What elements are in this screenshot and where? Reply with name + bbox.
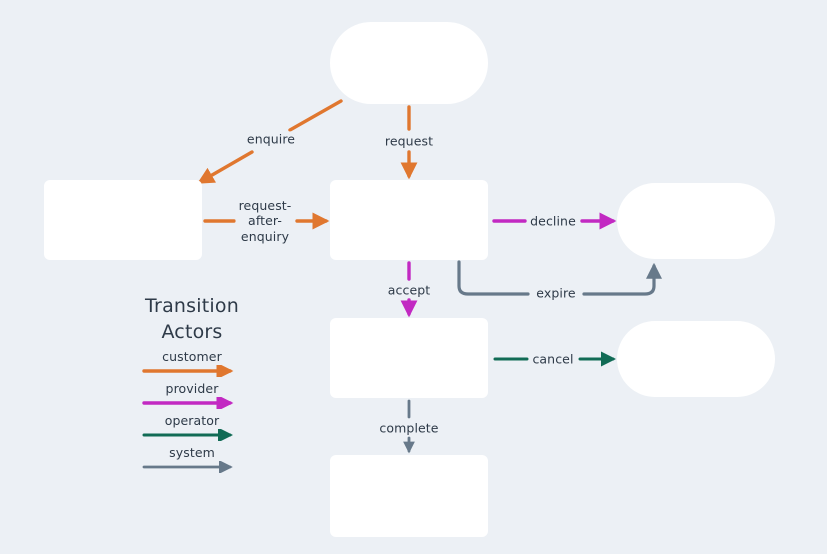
legend-item-provider: provider [122, 381, 262, 410]
node-right-top[interactable] [617, 183, 775, 259]
edge-expire [457, 260, 662, 296]
edge-label-request-after-enquiry: request- after- enquiry [235, 198, 295, 244]
edge-label-complete: complete [376, 420, 442, 436]
legend-item-operator: operator [122, 413, 262, 442]
node-top[interactable] [330, 22, 488, 104]
legend-title: Transition Actors [145, 295, 239, 344]
legend-arrow-system-icon [142, 461, 233, 474]
legend-arrow-provider-icon [142, 397, 234, 410]
legend-arrow-operator-icon [142, 429, 233, 442]
legend-item-customer: customer [122, 349, 262, 378]
legend-item-operator-label: operator [164, 413, 220, 429]
edge-label-accept: accept [384, 282, 434, 298]
node-left[interactable] [44, 180, 202, 260]
legend-arrow-customer-icon [142, 365, 234, 378]
edge-label-enquire: enquire [243, 131, 299, 147]
edge-label-expire: expire [533, 285, 579, 301]
legend-item-system: system [122, 445, 262, 474]
edge-label-decline: decline [527, 213, 579, 229]
legend: Transition Actors customer provider oper… [122, 293, 262, 474]
edge-enquire [197, 99, 343, 184]
legend-item-provider-label: provider [165, 381, 219, 397]
edge-label-request: request [381, 133, 437, 149]
node-right-bottom[interactable] [617, 321, 775, 397]
legend-item-customer-label: customer [162, 349, 222, 365]
edge-label-cancel: cancel [529, 351, 577, 367]
node-middle[interactable] [330, 318, 488, 398]
legend-item-system-label: system [169, 445, 215, 461]
node-bottom[interactable] [330, 455, 488, 537]
node-center[interactable] [330, 180, 488, 260]
